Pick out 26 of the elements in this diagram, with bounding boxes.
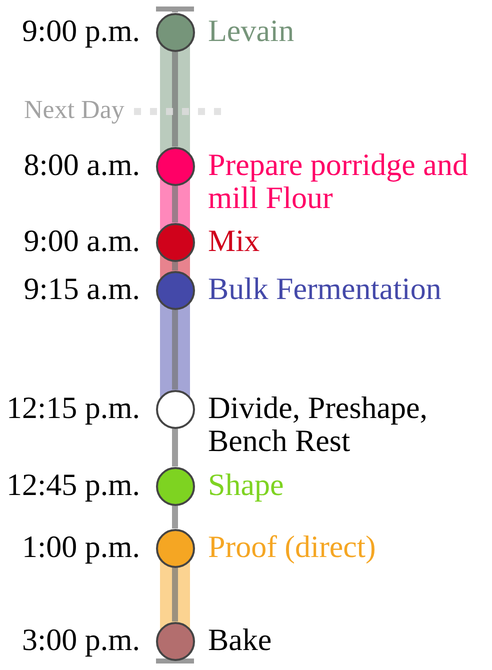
time-label: 3:00 p.m. (22, 623, 140, 656)
step-label: Proof (direct) (208, 530, 377, 563)
timeline-line (172, 186, 178, 222)
timeline-line (172, 262, 178, 270)
time-label: 12:45 p.m. (6, 468, 140, 501)
timeline-line (156, 6, 194, 12)
timeline-line (172, 310, 178, 390)
timeline-line (172, 52, 178, 146)
timeline-line (172, 428, 178, 466)
step-label: Prepare porridge and mill Flour (208, 148, 469, 214)
step-label: Bake (208, 623, 273, 656)
step-label: Divide, Preshape, Bench Rest (208, 391, 429, 457)
time-label: 9:15 a.m. (24, 272, 140, 305)
step-label: Mix (208, 224, 261, 257)
step-label: Levain (208, 14, 296, 47)
step-label: Bulk Fermentation (208, 272, 442, 305)
timeline-line (172, 568, 178, 622)
time-label: 12:15 p.m. (6, 391, 140, 424)
time-label: 1:00 p.m. (22, 530, 140, 563)
day-divider-label: Next Day (24, 95, 124, 125)
step-label: Shape (208, 468, 285, 501)
time-label: 9:00 a.m. (24, 224, 140, 257)
timeline-line (172, 506, 178, 528)
time-label: 8:00 a.m. (24, 148, 140, 181)
timeline-line (156, 658, 194, 664)
time-label: 9:00 p.m. (22, 14, 140, 47)
